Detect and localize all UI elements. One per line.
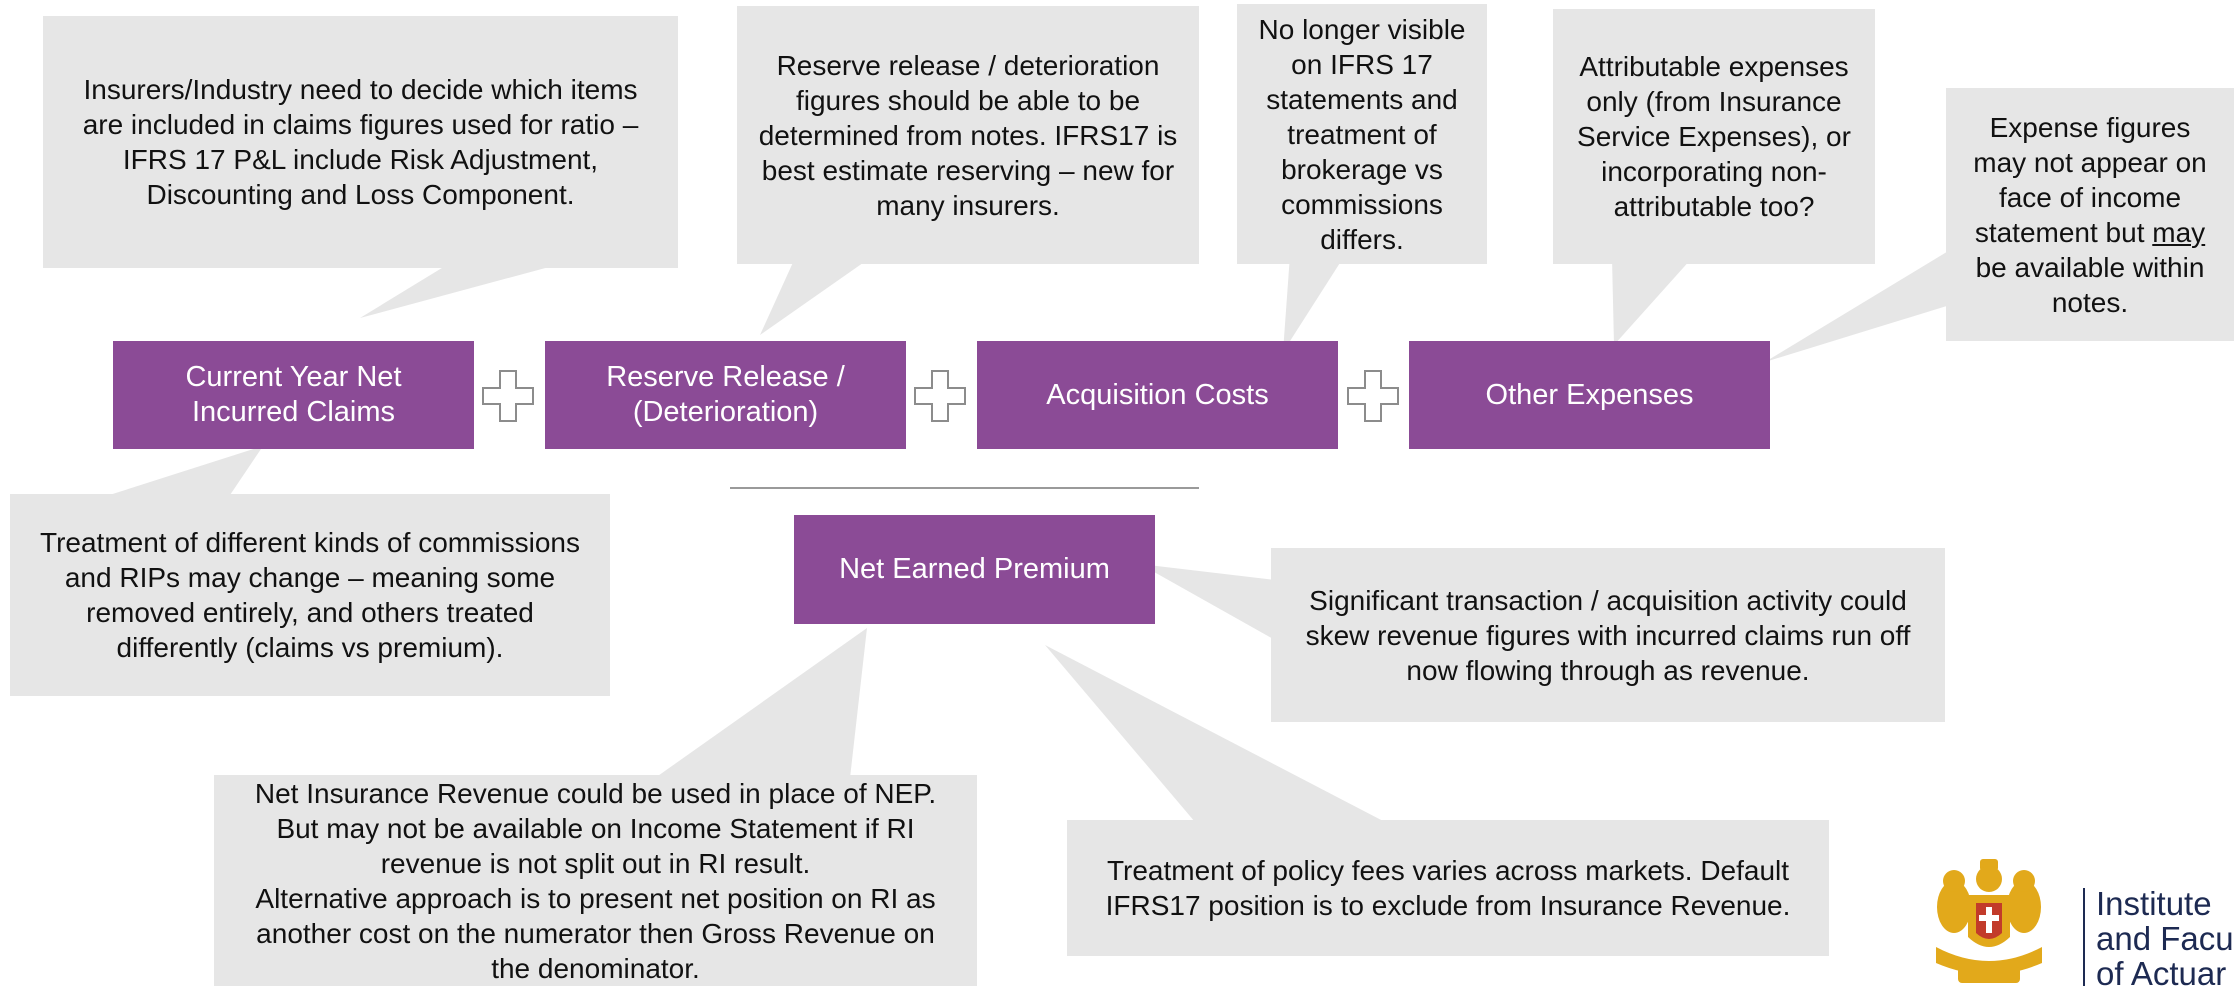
callout-expense-notes: Expense figures may not appear on face o…	[1946, 88, 2234, 341]
logo-text-line3: of Actuar	[2096, 955, 2227, 992]
pointer-attributable	[1612, 258, 1692, 345]
expense-notes-emphasis: may	[2152, 216, 2206, 248]
pointer-policy-fees	[1045, 645, 1385, 822]
coat-of-arms-icon	[1936, 859, 2042, 983]
plus-icon	[1347, 370, 1399, 422]
term-current-year-claims: Current Year Net Incurred Claims	[113, 341, 474, 449]
ratio-divider	[730, 487, 1199, 489]
term-acquisition-costs: Acquisition Costs	[977, 341, 1338, 449]
pointer-expense-notes	[1765, 250, 1950, 362]
pointer-nir	[655, 628, 867, 778]
pointer-commissions	[100, 446, 263, 498]
expense-notes-text: Expense figures may not appear on face o…	[1973, 111, 2207, 248]
callout-net-insurance-revenue: Net Insurance Revenue could be used in p…	[214, 775, 977, 986]
nir-text-1: Net Insurance Revenue could be used in p…	[254, 777, 937, 879]
term-reserve-release: Reserve Release / (Deterioration)	[545, 341, 906, 449]
pointer-reserve-notes	[760, 258, 870, 335]
plus-icon	[482, 370, 534, 422]
logo-text-line2: and Facu	[2096, 920, 2234, 957]
callout-attributable: Attributable expenses only (from Insuran…	[1553, 9, 1875, 264]
pointer-transaction	[1140, 564, 1275, 640]
logo-divider	[2083, 888, 2085, 986]
callout-commissions: Treatment of different kinds of commissi…	[10, 494, 610, 696]
logo-text-line1: Institute	[2096, 885, 2212, 922]
pointer-brokerage	[1283, 255, 1345, 352]
plus-icon	[914, 370, 966, 422]
callout-brokerage: No longer visible on IFRS 17 statements …	[1237, 4, 1487, 264]
callout-policy-fees: Treatment of policy fees varies across m…	[1067, 820, 1829, 956]
nir-text-2: Alternative approach is to present net p…	[255, 882, 936, 984]
callout-reserve-notes: Reserve release / deterioration figures …	[737, 6, 1199, 264]
callout-transaction: Significant transaction / acquisition ac…	[1271, 548, 1945, 722]
pointer-claims-items	[360, 260, 575, 318]
callout-claims-items: Insurers/Industry need to decide which i…	[43, 16, 678, 268]
term-net-earned-premium: Net Earned Premium	[794, 515, 1155, 624]
expense-notes-text-end: be available within notes.	[1975, 251, 2205, 318]
term-other-expenses: Other Expenses	[1409, 341, 1770, 449]
